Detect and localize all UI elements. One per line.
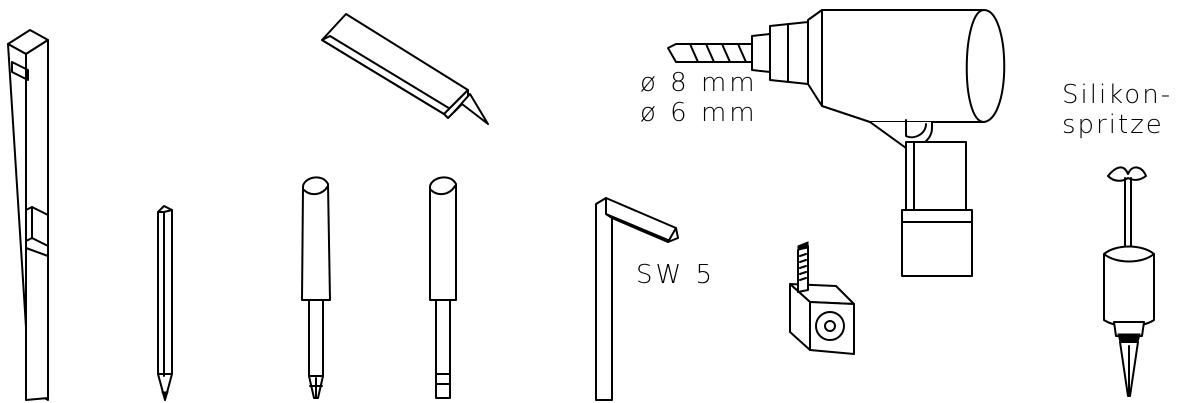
drill-icon bbox=[667, 9, 1006, 277]
utility-knife-icon bbox=[321, 13, 489, 125]
drill-size-6mm: ø 6 mm bbox=[640, 98, 758, 128]
phillips-screwdriver-icon bbox=[301, 176, 331, 399]
hex-key-size-label: SW 5 bbox=[636, 260, 716, 290]
spirit-level-icon bbox=[7, 29, 49, 401]
hex-key-icon bbox=[595, 197, 679, 401]
silicone-gun-label: Silikon- spritze bbox=[1062, 80, 1172, 140]
pencil-icon bbox=[157, 205, 173, 402]
silicone-gun-label-line1: Silikon- bbox=[1062, 80, 1173, 110]
drill-bit-sizes-label: ø 8 mm ø 6 mm bbox=[640, 68, 758, 128]
silicone-gun-icon bbox=[1103, 166, 1155, 397]
drill-size-8mm: ø 8 mm bbox=[640, 68, 758, 98]
slotted-screwdriver-icon bbox=[429, 176, 457, 399]
silicone-gun-label-line2: spritze bbox=[1062, 110, 1164, 140]
tape-measure-icon bbox=[789, 241, 855, 355]
